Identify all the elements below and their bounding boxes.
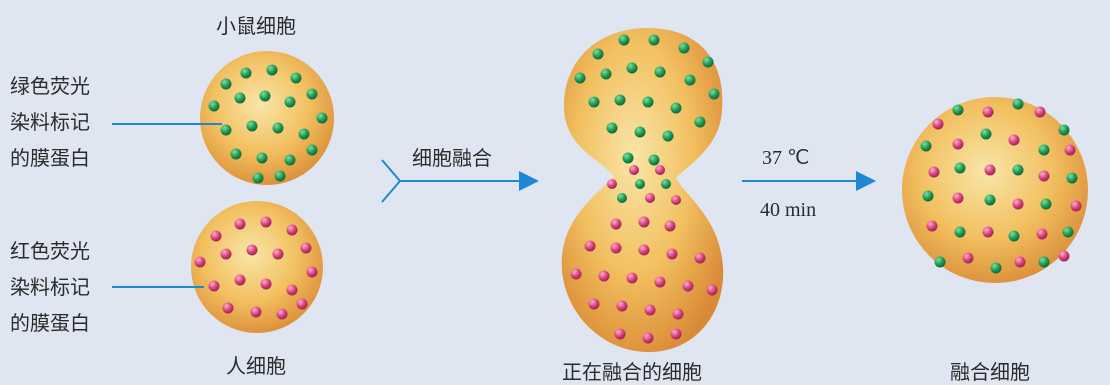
green-marker-line-1: 绿色荧光 xyxy=(10,68,90,104)
fusion-arrow-label: 细胞融合 xyxy=(412,148,492,168)
mouse-cell-label: 小鼠细胞 xyxy=(216,16,296,36)
fused-cell-icon xyxy=(902,97,1088,283)
mouse-cell-icon xyxy=(200,51,334,185)
red-marker-line-3: 的膜蛋白 xyxy=(10,305,90,341)
red-marker-label: 红色荧光 染料标记 的膜蛋白 xyxy=(10,233,90,341)
fused-cell-label: 融合细胞 xyxy=(950,362,1030,382)
fusing-cell-label: 正在融合的细胞 xyxy=(562,362,702,382)
green-marker-label: 绿色荧光 染料标记 的膜蛋白 xyxy=(10,68,90,176)
human-cell-label: 人细胞 xyxy=(226,356,286,376)
green-marker-line-2: 染料标记 xyxy=(10,104,90,140)
red-marker-line-1: 红色荧光 xyxy=(10,233,90,269)
condition-temp-label: 37 ℃ xyxy=(762,148,809,168)
human-cell-icon xyxy=(191,201,323,333)
condition-time-label: 40 min xyxy=(760,200,816,220)
fusing-cell-icon xyxy=(562,28,723,352)
green-marker-line-3: 的膜蛋白 xyxy=(10,140,90,176)
red-marker-line-2: 染料标记 xyxy=(10,269,90,305)
